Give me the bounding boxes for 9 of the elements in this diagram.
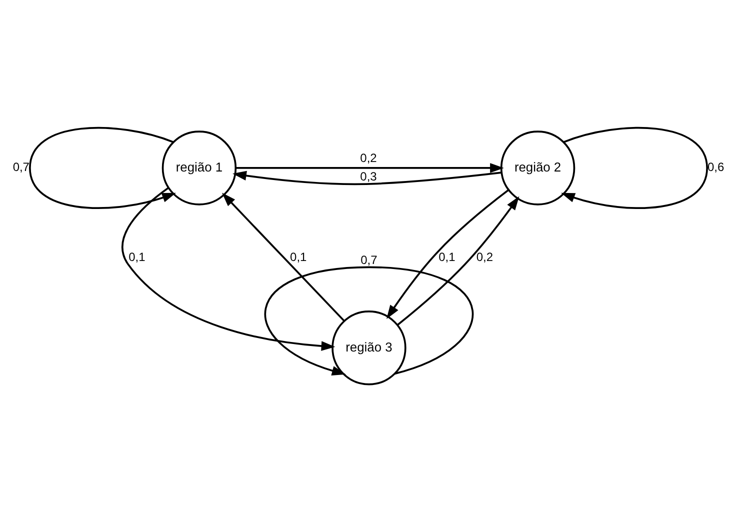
edge-label: 0,6	[708, 160, 724, 174]
edge-label: 0,1	[438, 250, 456, 264]
edge-label: 0,7	[360, 252, 378, 267]
edge-label: 0,1	[128, 250, 146, 264]
edge-label: 0,7	[12, 160, 30, 174]
edge-label: 0,2	[476, 250, 494, 264]
edge-label: 0,2	[360, 150, 377, 165]
edge-label: 0,3	[360, 169, 377, 184]
edge-label: 0,1	[290, 250, 307, 264]
